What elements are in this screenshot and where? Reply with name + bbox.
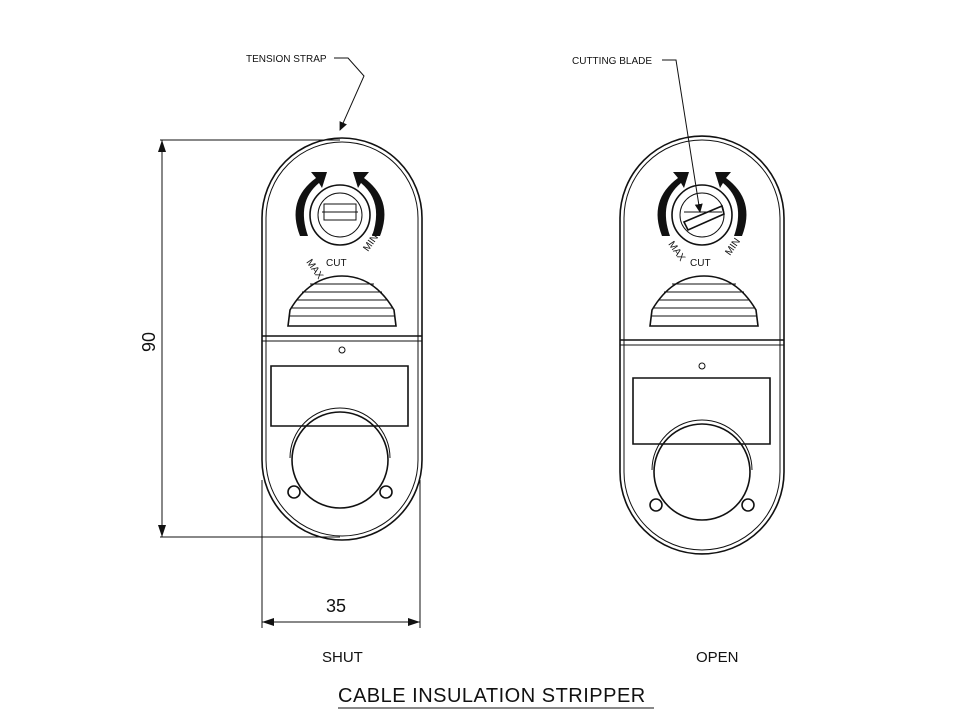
open-body-outline [619,135,785,555]
open-left-rotation-arrow [657,172,689,236]
height-dimension-value: 90 [139,332,159,352]
shut-pivot-hole [338,346,346,354]
cutting-blade-label: CUTTING BLADE [572,56,652,67]
shut-rivet-left [287,485,301,499]
shut-left-rotation-arrow [295,172,327,236]
shut-dial-opening [309,184,371,246]
shut-grip [287,275,397,327]
open-dial-inner [679,192,725,238]
open-cable-hole-rim [651,419,753,471]
open-max-label: MAX [666,239,688,263]
shut-right-rotation-arrow [353,172,385,236]
shut-grip-ridges [290,283,394,317]
open-body-inner-outline [623,139,781,551]
open-view: MAX CUT MIN [619,135,785,555]
shut-body-inner-outline [265,141,419,537]
shut-dial-inner [317,192,363,238]
cutting-blade-callout: CUTTING BLADE [572,56,703,213]
open-right-rotation-arrow [715,172,747,236]
open-label-window [632,377,771,445]
open-cut-label: CUT [690,258,711,269]
open-cutting-blade [682,204,725,232]
shut-label-window [270,365,409,427]
open-dial-opening [671,184,733,246]
shut-cut-label: CUT [326,258,347,269]
drawing-title: CABLE INSULATION STRIPPER [338,685,646,707]
shut-view-caption: SHUT [322,649,363,666]
open-pivot-hole [698,362,706,370]
shut-cable-hole-rim [289,407,391,459]
shut-max-label: MAX [304,257,326,281]
open-grip [649,275,759,327]
shut-cutting-blade [322,203,358,221]
shut-cable-hole [291,411,389,509]
open-min-label: MIN [723,236,743,257]
open-view-caption: OPEN [696,649,739,666]
open-grip-ridges [652,283,756,317]
shut-view: MAX CUT MIN [261,137,423,541]
width-dimension-value: 35 [326,596,346,616]
open-rivet-left [649,498,663,512]
open-rivet-right [741,498,755,512]
shut-rivet-right [379,485,393,499]
open-cable-hole [653,423,751,521]
height-dimension: 90 [139,139,340,538]
tension-strap-callout: TENSION STRAP [246,54,365,131]
width-dimension: 35 [261,480,421,628]
shut-body-outline [261,137,423,541]
tension-strap-label: TENSION STRAP [246,54,327,65]
